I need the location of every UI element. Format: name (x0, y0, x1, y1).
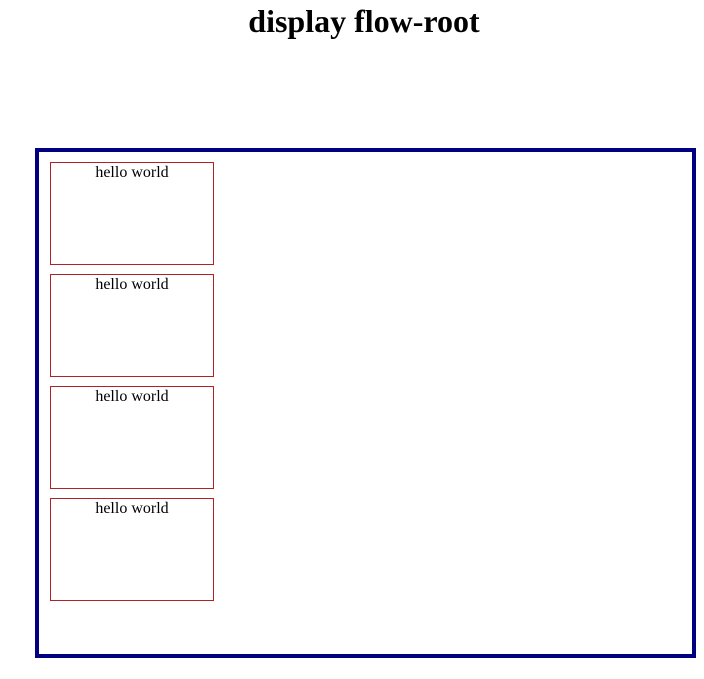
hello-box-2: hello world (50, 274, 214, 377)
box-text: hello world (95, 388, 169, 405)
flow-root-container: hello world hello world hello world hell… (35, 148, 696, 658)
box-text: hello world (95, 500, 169, 517)
hello-box-4: hello world (50, 498, 214, 601)
hello-box-1: hello world (50, 162, 214, 265)
page-title: display flow-root (248, 3, 480, 39)
hello-box-3: hello world (50, 386, 214, 489)
box-text: hello world (95, 164, 169, 181)
box-text: hello world (95, 276, 169, 293)
